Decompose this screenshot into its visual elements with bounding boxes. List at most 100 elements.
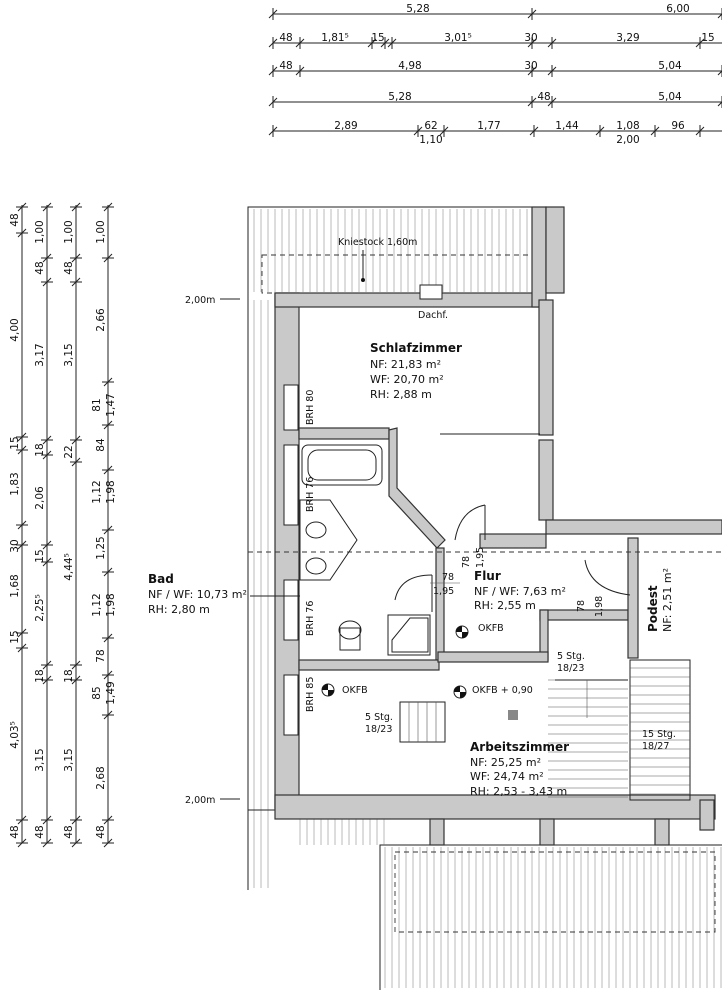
dim-left-3c: 3,15 (63, 343, 75, 366)
dim-top-5g: 2,00 (616, 134, 639, 146)
stairs-5a-count: 5 Stg. (557, 651, 585, 662)
dachfenster-label: Dachf. (418, 310, 448, 321)
stairs-small (399, 701, 446, 743)
dim-top-3c: 30 (524, 60, 537, 72)
toilet (338, 620, 362, 651)
dim-top-2d: 3,01⁵ (444, 32, 472, 44)
dim-left-4c: 81 (91, 398, 103, 411)
shower-tray (387, 614, 431, 656)
dim-left-1i: 48 (9, 825, 21, 838)
room-flur: Flur NF / WF: 7,63 m² RH: 2,55 m (474, 569, 566, 612)
dim-top-2c: 15 (371, 32, 384, 44)
dim-top-2g: 15 (701, 32, 714, 44)
dim-left-4b: 2,66 (95, 308, 107, 332)
top-dimension-chains: 5,28 6,00 48 1,81⁵ 15 3,01⁵ 30 3,29 15 4… (268, 3, 722, 146)
dim-left-2i: 3,15 (34, 748, 46, 771)
dim-top-4c: 5,04 (658, 91, 682, 103)
stairs-5b-ratio: 18/23 (365, 724, 392, 735)
okfb-bad-label: OKFB (342, 685, 368, 696)
kniestock-label: Kniestock 1,60m (338, 237, 417, 248)
dim-top-1b: 6,00 (666, 3, 689, 15)
dim-left-2h: 18 (34, 669, 46, 682)
bathtub (301, 444, 383, 486)
dim-left-2c: 3,17 (34, 343, 46, 366)
dim-left-4k: 78 (95, 649, 107, 662)
dim-top-2f: 3,29 (616, 32, 639, 44)
stairs-15-ratio: 18/27 (642, 741, 669, 752)
dim-top-2b: 1,81⁵ (321, 32, 349, 44)
room-wf: WF: 20,70 m² (370, 373, 444, 386)
dim-left-4l: 85 (91, 686, 103, 699)
okfb-flur-label: OKFB (478, 623, 504, 634)
dim-left-2b: 48 (34, 261, 46, 274)
dim-left-4m: 1,49 (105, 681, 117, 704)
room-podest: Podest NF: 2,51 m² (646, 568, 674, 632)
dim-left-1f: 1,68 (9, 574, 21, 597)
dim-left-4d: 1,47 (105, 393, 117, 416)
dim-left-1b: 4,00 (9, 318, 21, 341)
room-nfwf: NF / WF: 7,63 m² (474, 585, 566, 598)
dim-left-1e: 30 (9, 539, 21, 552)
dim-left-4f: 1,12 (91, 480, 103, 503)
dim-left-1h: 4,03⁵ (9, 721, 21, 749)
stairs-5a-ratio: 18/23 (557, 663, 584, 674)
walls (274, 206, 722, 846)
dim-left-1d: 1,83 (9, 472, 21, 495)
brh85-label: BRH 85 (305, 677, 316, 712)
okfb-markers (321, 625, 518, 720)
dim-top-5d: 1,77 (477, 120, 500, 132)
brh76b-label: BRH 76 (305, 601, 316, 636)
stairs-15-count: 15 Stg. (642, 729, 676, 740)
dim-top-2a: 48 (279, 32, 292, 44)
level-markers: 2,00m 2,00m (185, 295, 240, 806)
level-mark-bottom: 2,00m (185, 795, 215, 806)
dim-top-5h: 96 (671, 120, 685, 132)
dim-left-2f: 15 (34, 549, 46, 562)
room-name: Schlafzimmer (370, 341, 462, 355)
dim-top-5e: 1,44 (555, 120, 579, 132)
room-rh: RH: 2,55 m (474, 599, 536, 612)
room-nf: NF: 21,83 m² (370, 358, 441, 371)
dim-left-4e: 84 (95, 438, 107, 452)
brh76a-label: BRH 76 (305, 477, 316, 512)
stairs-5b-count: 5 Stg. (365, 712, 393, 723)
dim-left-4i: 1,12 (91, 593, 103, 616)
dim-top-1a: 5,28 (406, 3, 429, 15)
left-dimension-chains: 48 4,00 15 1,83 30 1,68 15 4,03⁵ 48 1,00… (9, 202, 117, 848)
door-bath-width: 78 (461, 556, 472, 568)
room-rh: RH: 2,53 - 3,43 m (470, 785, 567, 798)
dim-top-5b: 62 (424, 120, 437, 132)
room-nfwf: NF / WF: 10,73 m² (148, 588, 247, 601)
roof-hatching-bottom (247, 809, 722, 990)
dim-left-2g: 2,25⁵ (34, 594, 46, 622)
room-rh: RH: 2,88 m (370, 388, 432, 401)
dim-left-3b: 48 (63, 261, 75, 274)
okfb-arbeitszimmer-label: OKFB + 0,90 (472, 685, 533, 696)
dim-top-5c: 1,10 (419, 134, 442, 146)
dim-top-4b: 48 (537, 91, 550, 103)
dim-left-3f: 18 (63, 669, 75, 682)
dim-top-5a: 2,89 (334, 120, 357, 132)
room-name: Arbeitszimmer (470, 740, 569, 754)
dim-left-2a: 1,00 (34, 220, 46, 243)
dim-left-1g: 15 (9, 630, 21, 643)
room-name: Flur (474, 569, 501, 583)
dim-left-2d: 18 (34, 443, 46, 456)
dim-left-4j: 1,98 (105, 593, 117, 616)
dim-left-3e: 4,44⁵ (63, 553, 75, 581)
door-podest-height: 1,98 (594, 596, 605, 617)
door-flur-width: 78 (442, 572, 454, 583)
room-nf: NF: 25,25 m² (470, 756, 541, 769)
door-bath-height: 1,95 (475, 547, 486, 568)
brh80-label: BRH 80 (305, 390, 316, 425)
dim-top-3b: 4,98 (398, 60, 421, 72)
level-mark-top: 2,00m (185, 295, 215, 306)
dim-left-2j: 48 (34, 825, 46, 838)
dim-left-1a: 48 (9, 213, 21, 226)
dim-left-4n: 2,68 (95, 766, 107, 789)
doors (394, 433, 631, 612)
dim-left-4g: 1,98 (105, 480, 117, 503)
room-wf: WF: 24,74 m² (470, 770, 544, 783)
dim-left-4h: 1,25 (95, 536, 107, 559)
